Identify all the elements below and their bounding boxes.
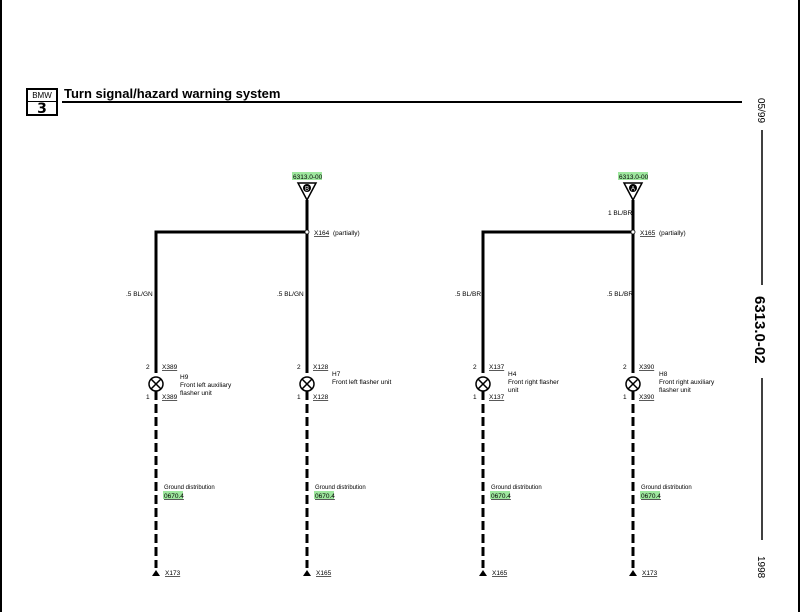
wire-h9-feed xyxy=(154,230,307,373)
splice-left-note: (partially) xyxy=(333,230,360,237)
h8-name-line1: Front right auxiliary xyxy=(659,379,715,386)
circuit-h7[interactable]: 2 X128 H7 Front left flasher unit 1 X128… xyxy=(297,364,391,577)
feed-wire-label: 1 BL/BR xyxy=(608,210,633,217)
h9-ground-ref-highlight xyxy=(163,491,183,499)
h7-ground-icon xyxy=(303,570,311,576)
wire-label-h4: .5 BL/BR xyxy=(455,291,481,298)
h7-id: H7 xyxy=(332,371,341,378)
h8-ground-label: Ground distribution xyxy=(641,485,692,491)
wire-label-h8: .5 BL/BR xyxy=(607,291,633,298)
h8-ground-ref: 0670.4 xyxy=(641,493,661,500)
h8-id: H8 xyxy=(659,371,668,378)
h9-ground-connector: X173 xyxy=(165,570,181,577)
h7-ground-label: Ground distribution xyxy=(315,485,366,491)
h7-top-pin: 2 xyxy=(297,364,301,371)
side-date: 05/99 xyxy=(755,98,766,123)
splice-right-note: (partially) xyxy=(659,230,686,237)
h7-top-connector: X128 xyxy=(313,364,329,371)
h4-top-connector: X137 xyxy=(489,364,505,371)
h7-bottom-pin: 1 xyxy=(297,394,301,401)
circuit-h9[interactable]: 2 X389 H9 Front left auxiliary flasher u… xyxy=(146,364,232,577)
splice-right-connector: X165 xyxy=(640,230,656,237)
h9-name-line1: Front left auxiliary xyxy=(180,382,232,389)
h7-ground-ref-highlight xyxy=(314,491,334,499)
h7-ground-ref: 0670.4 xyxy=(315,493,335,500)
h9-bottom-pin: 1 xyxy=(146,394,150,401)
logo-brand: BMW xyxy=(28,91,56,102)
h4-ground-label: Ground distribution xyxy=(491,485,542,491)
h8-bottom-connector: X390 xyxy=(639,394,655,401)
side-page-code: 6313.0-02 xyxy=(751,296,768,364)
h8-ground-connector: X173 xyxy=(642,570,658,577)
left-page-border xyxy=(0,0,2,612)
reference-right-code: 6313.0-00 xyxy=(619,174,649,181)
h9-top-pin: 2 xyxy=(146,364,150,371)
h4-ground-ref-highlight xyxy=(490,491,510,499)
h4-ground-icon xyxy=(479,570,487,576)
h4-top-pin: 2 xyxy=(473,364,477,371)
h8-ground-ref-highlight xyxy=(640,491,660,499)
h4-bottom-pin: 1 xyxy=(473,394,477,401)
h8-ground-icon xyxy=(629,570,637,576)
h9-ground-icon xyxy=(152,570,160,576)
h4-ground-ref: 0670.4 xyxy=(491,493,511,500)
circuit-h4[interactable]: 2 X137 H4 Front right flasher unit 1 X13… xyxy=(473,364,560,577)
h4-name-line2: unit xyxy=(508,387,519,394)
h7-bottom-connector: X128 xyxy=(313,394,329,401)
splice-left xyxy=(304,229,310,235)
h8-top-connector: X390 xyxy=(639,364,655,371)
h9-id: H9 xyxy=(180,374,189,381)
page-title: Turn signal/hazard warning system xyxy=(64,86,281,101)
side-margin: 05/99 6313.0-02 1998 xyxy=(751,98,768,579)
h9-ground-label: Ground distribution xyxy=(164,485,215,491)
h9-bottom-connector: X389 xyxy=(162,394,178,401)
h8-bottom-pin: 1 xyxy=(623,394,627,401)
reference-left-letter: B xyxy=(305,187,309,193)
h9-ground-ref: 0670.4 xyxy=(164,493,184,500)
reference-right-letter: A xyxy=(631,187,635,193)
h4-name-line1: Front right flasher xyxy=(508,379,560,386)
reference-right[interactable]: 6313.0-00 A xyxy=(618,172,649,202)
h4-bottom-connector: X137 xyxy=(489,394,505,401)
wire-label-h7: .5 BL/GN xyxy=(277,291,304,298)
h7-ground-connector: X165 xyxy=(316,570,332,577)
reference-left[interactable]: 6313.0-00 B xyxy=(292,172,323,202)
h4-id: H4 xyxy=(508,371,517,378)
reference-left-dot xyxy=(303,184,311,192)
h7-name-line1: Front left flasher unit xyxy=(332,379,391,386)
reference-right-dot xyxy=(629,184,637,192)
right-page-border xyxy=(798,0,800,612)
splice-left-connector: X164 xyxy=(314,230,330,237)
wire-label-h9: .5 BL/GN xyxy=(126,291,153,298)
bmw-series-logo: BMW 3 xyxy=(26,88,58,116)
splice-right xyxy=(630,229,636,235)
wire-h4-feed xyxy=(481,230,633,373)
reference-left-highlight xyxy=(292,172,322,180)
side-year: 1998 xyxy=(755,556,766,579)
splice-right-label: X165 (partially) xyxy=(640,230,686,237)
wires xyxy=(154,200,635,373)
title-rule xyxy=(62,101,742,103)
reference-right-highlight xyxy=(618,172,648,180)
h8-top-pin: 2 xyxy=(623,364,627,371)
h9-top-connector: X389 xyxy=(162,364,178,371)
h8-name-line2: flasher unit xyxy=(659,387,691,394)
h9-name-line2: flasher unit xyxy=(180,390,212,397)
circuit-h8[interactable]: 2 X390 H8 Front right auxiliary flasher … xyxy=(623,364,715,577)
splice-left-label: X164 (partially) xyxy=(314,230,360,237)
h4-ground-connector: X165 xyxy=(492,570,508,577)
logo-series: 3 xyxy=(37,101,47,117)
reference-left-code: 6313.0-00 xyxy=(293,174,323,181)
